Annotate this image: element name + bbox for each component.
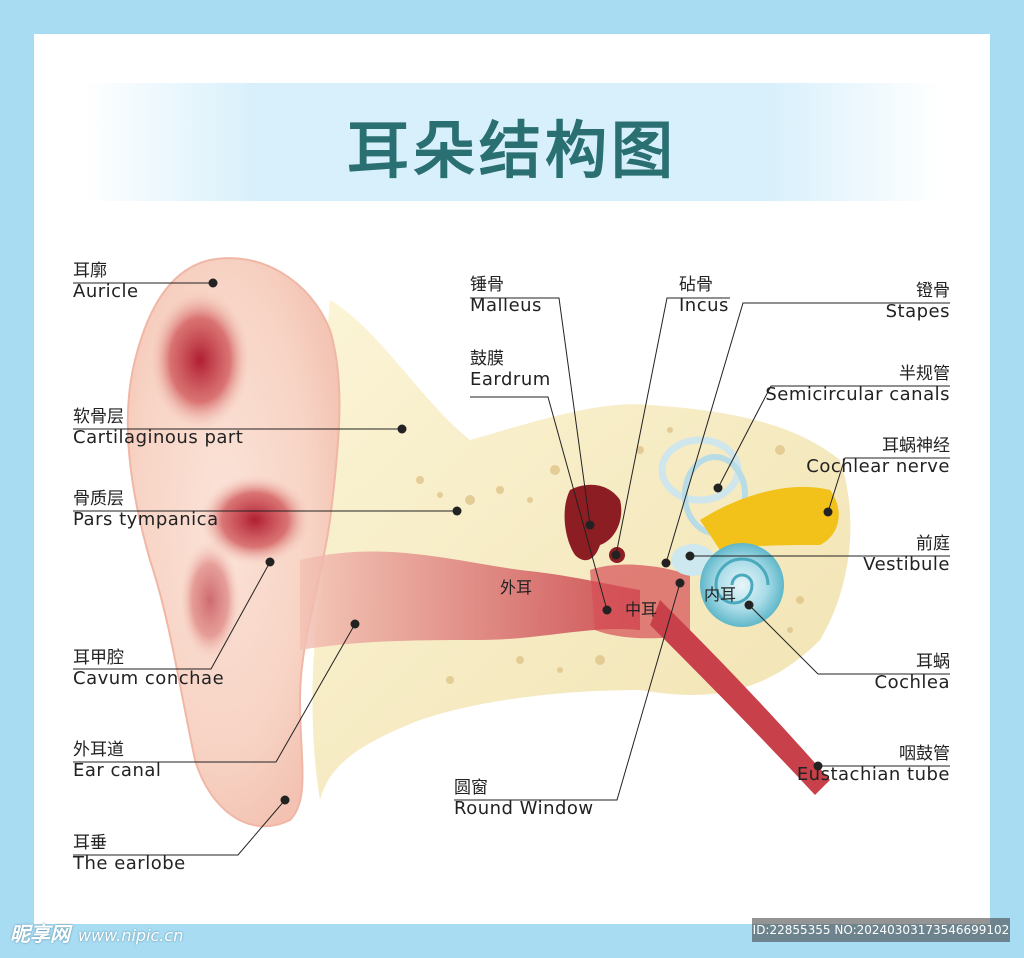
antihelix-shading [180,540,240,660]
cochlea-shape [700,543,784,627]
label-malleus: 锤骨 Malleus [470,275,542,316]
leader-dots [208,278,833,805]
label-eardrum: 鼓膜 Eardrum [470,349,551,390]
eustachian-tube-shape [650,600,830,795]
ear-canal-shape [300,551,640,650]
label-earlobe: 耳垂 The earlobe [73,833,186,874]
cochlear-nerve-shape [700,486,839,550]
region-inner-ear: 内耳 [704,585,737,604]
label-auricle: 耳廓 Auricle [73,261,139,302]
page-title: 耳朵结构图 [346,114,677,187]
title-band [84,83,940,201]
label-incus: 砧骨 Incus [679,275,729,316]
label-semicircular-canals: 半规管 Semicircular canals [765,364,950,405]
label-pars-tympanica: 骨质层 Pars tympanica [73,489,219,530]
auricle-fold-shading [150,290,250,430]
label-ear-canal: 外耳道 Ear canal [73,740,162,781]
label-cochlear-nerve: 耳蜗神经 Cochlear nerve [806,436,950,477]
leader-lines [73,282,950,856]
region-middle-ear: 中耳 [625,600,658,619]
label-vestibule: 前庭 Vestibule [863,534,950,575]
label-cavum-conchae: 耳甲腔 Cavum conchae [73,648,225,689]
label-round-window: 圆窗 Round Window [454,778,594,819]
label-stapes: 镫骨 Stapes [885,281,950,322]
cochlea-spiral [714,557,770,605]
watermark-id: ID:22855355 NO:20240303173546699102 [752,918,1010,942]
bone-pores [416,427,804,684]
label-eustachian-tube: 咽鼓管 Eustachian tube [796,744,950,785]
region-outer-ear: 外耳 [500,578,533,597]
label-cartilaginous-part: 软骨层 Cartilaginous part [73,407,244,448]
label-cochlea: 耳蜗 Cochlea [874,652,951,693]
concha-shading [200,475,310,565]
